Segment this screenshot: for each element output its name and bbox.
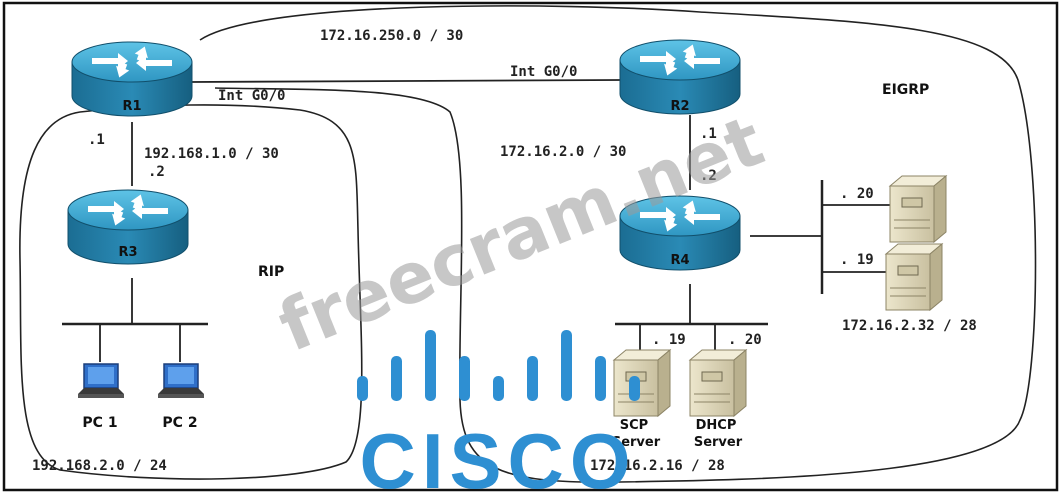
- dhcp-host-label: . 20: [728, 332, 762, 348]
- r1-r2-network-label: 172.16.250.0 / 30: [320, 28, 463, 44]
- r1-r3-network-label: 192.168.1.0 / 30: [144, 146, 279, 162]
- r2-r4-host-r2: .1: [700, 126, 717, 142]
- pc2[interactable]: PC 2: [157, 363, 205, 431]
- router-r4-label: R4: [670, 253, 689, 268]
- r1-interface-label: Int G0/0: [218, 88, 285, 104]
- right-server-bottom-host: . 19: [840, 252, 874, 268]
- pc2-label: PC 2: [162, 415, 197, 431]
- router-r3[interactable]: R3: [67, 189, 189, 265]
- scp-server[interactable]: SCP Server: [612, 349, 671, 450]
- right-server-top[interactable]: [889, 175, 947, 243]
- router-r2-label: R2: [670, 99, 689, 114]
- router-r4[interactable]: R4: [619, 195, 741, 271]
- dhcp-server-label-1: DHCP: [696, 418, 737, 433]
- scp-server-label-2: Server: [612, 435, 661, 450]
- router-r1[interactable]: R1: [71, 41, 193, 117]
- eigrp-boundary: [199, 5, 1037, 483]
- right-server-bottom[interactable]: [885, 243, 943, 311]
- cisco-logo: CISCO: [357, 330, 640, 493]
- r1-r3-host-r3: .2: [148, 164, 165, 180]
- scp-server-label-1: SCP: [620, 418, 648, 433]
- pc-lan-label: 192.168.2.0 / 24: [32, 458, 167, 474]
- right-server-top-icon: [889, 175, 947, 243]
- server-lan-label: 172.16.2.16 / 28: [590, 458, 725, 474]
- rip-boundary: [19, 104, 363, 480]
- right-server-top-host: . 20: [840, 186, 874, 202]
- cisco-logo-wordmark: CISCO: [359, 417, 636, 493]
- link-r1-r2: [189, 79, 621, 83]
- router-r1-label: R1: [122, 99, 141, 114]
- rip-area-label: RIP: [258, 264, 284, 280]
- right-server-bottom-icon: [885, 243, 943, 311]
- r2-interface-label: Int G0/0: [510, 64, 577, 80]
- r2-r4-host-r4: .2: [700, 168, 717, 184]
- cisco-logo-bars: [357, 330, 640, 401]
- pc1-label: PC 1: [82, 415, 117, 431]
- pc1-icon: [77, 363, 125, 399]
- r1-r3-host-r1: .1: [88, 132, 105, 148]
- right-lan-label: 172.16.2.32 / 28: [842, 318, 977, 334]
- dhcp-server-label-2: Server: [694, 435, 743, 450]
- scp-server-icon: [613, 349, 671, 417]
- eigrp-area-label: EIGRP: [882, 82, 929, 98]
- pc2-icon: [157, 363, 205, 399]
- scp-host-label: . 19: [652, 332, 686, 348]
- router-r3-label: R3: [118, 245, 137, 260]
- router-r2[interactable]: R2: [619, 39, 741, 115]
- r2-r4-network-label: 172.16.2.0 / 30: [500, 144, 626, 160]
- dhcp-server-icon: [689, 349, 747, 417]
- dhcp-server[interactable]: DHCP Server: [689, 349, 747, 450]
- pc1[interactable]: PC 1: [77, 363, 125, 431]
